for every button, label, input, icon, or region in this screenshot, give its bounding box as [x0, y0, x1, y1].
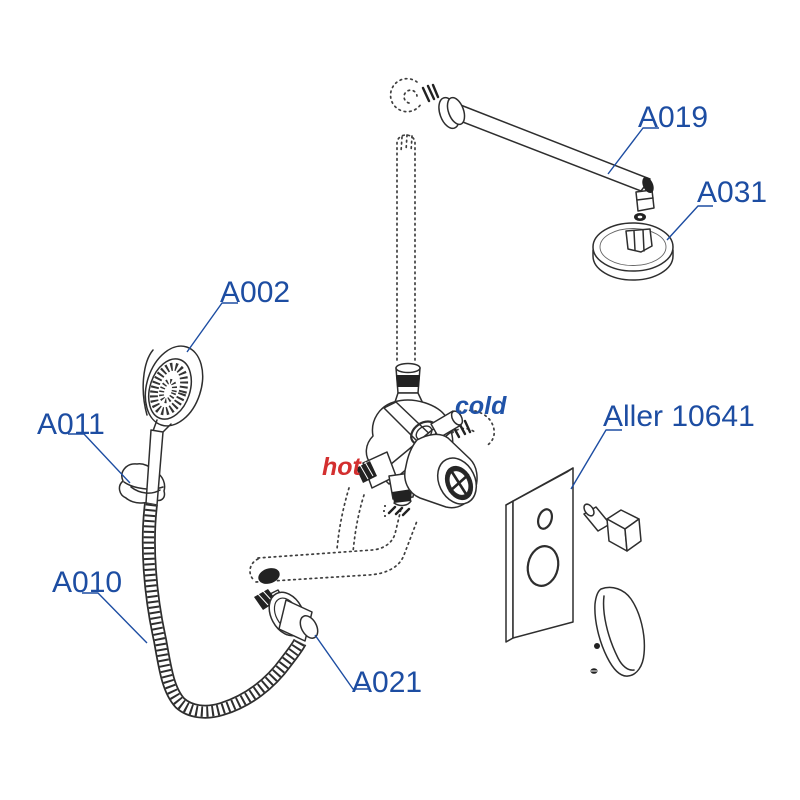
leader-a011 — [68, 433, 131, 484]
concealed-pipes-dotted — [249, 77, 496, 583]
leader-a002 — [186, 302, 238, 353]
riser-pipe-dotted — [396, 134, 416, 361]
outlet-duct-dotted — [257, 508, 402, 559]
plate-hole-small — [536, 508, 554, 530]
head-connector-nut — [625, 228, 653, 253]
leader-a019 — [607, 127, 659, 175]
arm-end-opening — [642, 176, 654, 194]
spray-nozzle-ring — [149, 362, 189, 416]
leader-a031 — [666, 205, 713, 241]
wall-plate — [512, 467, 574, 639]
shower-hose — [141, 503, 307, 719]
leader-a010 — [82, 592, 148, 644]
part-label-a019: A019 — [638, 101, 708, 134]
shower-arm-drawing — [438, 96, 655, 212]
wall-outlet-elbow — [254, 568, 319, 642]
hot-inlet-dotted — [336, 487, 350, 550]
part-label-a031: A031 — [697, 176, 767, 209]
lever-handle — [594, 586, 646, 677]
trim-set-drawing — [505, 467, 646, 677]
outlet-thread — [254, 589, 277, 610]
plate-hole-large — [526, 545, 560, 587]
overhead-shower-drawing — [592, 213, 674, 281]
duct-end-opening — [258, 568, 280, 584]
set-name-label: Aller 10641 — [603, 400, 755, 433]
cold-inlet-dotted — [448, 409, 496, 447]
wall-elbow-dotted — [389, 77, 422, 113]
leader-aller — [570, 429, 622, 490]
hand-shower-group — [118, 345, 319, 719]
hand-shower-head — [144, 345, 204, 427]
part-label-a011: A011 — [37, 408, 105, 441]
part-label-a010: A010 — [52, 566, 122, 599]
cold-label: cold — [455, 392, 507, 420]
top-port-nut — [396, 375, 420, 387]
part-label-a002: A002 — [220, 276, 290, 309]
leader-lines — [68, 127, 713, 690]
hot-label: hot — [322, 453, 363, 481]
mixer-valve-drawing — [356, 362, 478, 509]
screw — [594, 643, 600, 649]
leader-a021 — [314, 634, 368, 690]
part-label-a021: A021 — [352, 666, 422, 699]
